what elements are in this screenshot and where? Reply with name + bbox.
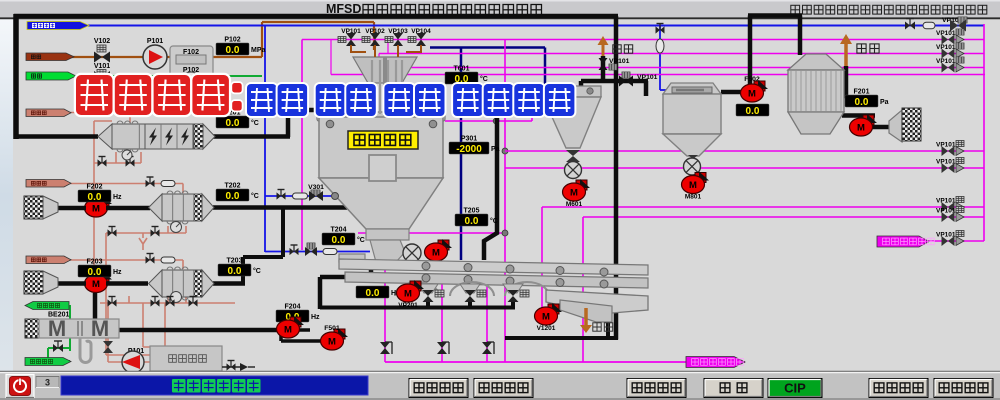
svg-text:0.0: 0.0 <box>366 288 380 299</box>
svg-text:M: M <box>92 279 100 290</box>
svg-text:VP101: VP101 <box>936 159 956 166</box>
svg-text:T204: T204 <box>331 227 347 234</box>
svg-text:Hz: Hz <box>391 290 400 297</box>
svg-text:VP101: VP101 <box>936 30 956 37</box>
svg-text:0.0: 0.0 <box>88 192 102 203</box>
svg-text:VP101: VP101 <box>942 17 963 24</box>
svg-text:°C: °C <box>490 217 498 225</box>
svg-text:0.0: 0.0 <box>746 106 760 117</box>
svg-text:P102: P102 <box>224 37 240 44</box>
svg-text:CIP: CIP <box>784 381 806 396</box>
svg-text:M: M <box>748 89 756 100</box>
svg-text:°C: °C <box>253 267 261 275</box>
svg-text:VP101: VP101 <box>936 198 956 205</box>
svg-text:Hz: Hz <box>311 314 320 321</box>
svg-text:M601: M601 <box>566 201 583 208</box>
svg-text:VP201: VP201 <box>398 302 418 309</box>
svg-text:M: M <box>48 316 66 341</box>
svg-text:°C: °C <box>251 192 259 200</box>
svg-text:M: M <box>404 289 412 300</box>
svg-text:VP101: VP101 <box>936 142 956 149</box>
svg-text:VP101: VP101 <box>637 74 658 81</box>
svg-text:3: 3 <box>45 378 50 388</box>
svg-text:F201: F201 <box>854 89 870 96</box>
svg-text:VP101: VP101 <box>936 232 956 239</box>
svg-text:VP102: VP102 <box>365 28 385 35</box>
svg-text:Hz: Hz <box>113 194 122 201</box>
svg-text:M: M <box>857 123 865 134</box>
svg-text:P101: P101 <box>147 38 163 45</box>
svg-text:M: M <box>432 248 440 259</box>
svg-text:VP104: VP104 <box>411 28 431 35</box>
svg-text:Hz: Hz <box>113 269 122 276</box>
svg-text:VP101: VP101 <box>936 208 956 215</box>
svg-text:V101: V101 <box>94 63 110 70</box>
svg-text:0.0: 0.0 <box>226 191 240 202</box>
svg-text:°C: °C <box>251 119 259 127</box>
svg-text:M: M <box>92 204 100 215</box>
svg-text:VP101: VP101 <box>936 44 956 51</box>
svg-text:0.0: 0.0 <box>332 235 346 246</box>
svg-text:V102: V102 <box>94 38 110 45</box>
svg-text:°C: °C <box>480 75 488 83</box>
svg-text:0.0: 0.0 <box>455 74 469 85</box>
svg-text:F502: F502 <box>744 76 760 83</box>
svg-text:M: M <box>570 188 578 199</box>
svg-text:VP101: VP101 <box>609 58 630 65</box>
svg-text:T201: T201 <box>225 110 241 117</box>
svg-text:M: M <box>542 312 550 323</box>
svg-text:VP103: VP103 <box>388 28 408 35</box>
svg-text:MPa: MPa <box>251 47 266 54</box>
svg-text:T601: T601 <box>454 66 470 73</box>
svg-text:BE201: BE201 <box>48 312 70 319</box>
svg-text:F501: F501 <box>324 325 340 332</box>
svg-text:Pa: Pa <box>880 99 889 106</box>
svg-text:MFSD: MFSD <box>326 2 361 16</box>
svg-text:F203: F203 <box>87 259 103 266</box>
svg-text:M: M <box>284 325 292 336</box>
svg-text:T202: T202 <box>225 183 241 190</box>
svg-text:VP101: VP101 <box>341 28 361 35</box>
svg-text:Pa: Pa <box>491 146 500 153</box>
svg-text:T203: T203 <box>227 258 243 265</box>
svg-text:0.0: 0.0 <box>855 97 869 108</box>
svg-text:-2000: -2000 <box>456 144 482 155</box>
svg-text:0.0: 0.0 <box>88 267 102 278</box>
svg-text:VP101: VP101 <box>936 58 956 65</box>
svg-text:T205: T205 <box>464 208 480 215</box>
svg-text:F102: F102 <box>183 49 199 56</box>
svg-text:°C: °C <box>357 236 365 244</box>
svg-text:M: M <box>91 316 109 341</box>
svg-text:P102: P102 <box>183 67 199 74</box>
svg-text:F202: F202 <box>87 184 103 191</box>
svg-text:V301: V301 <box>308 184 324 191</box>
svg-text:V1201: V1201 <box>537 325 556 332</box>
svg-text:0.0: 0.0 <box>226 118 240 129</box>
svg-text:M: M <box>328 337 336 348</box>
svg-text:0.0: 0.0 <box>226 45 240 56</box>
svg-text:0.0: 0.0 <box>465 216 479 227</box>
svg-text:P301: P301 <box>461 136 477 143</box>
svg-text:0.0: 0.0 <box>228 266 242 277</box>
svg-text:M801: M801 <box>685 194 702 201</box>
svg-text:M: M <box>689 180 697 191</box>
svg-text:F204: F204 <box>285 304 301 311</box>
